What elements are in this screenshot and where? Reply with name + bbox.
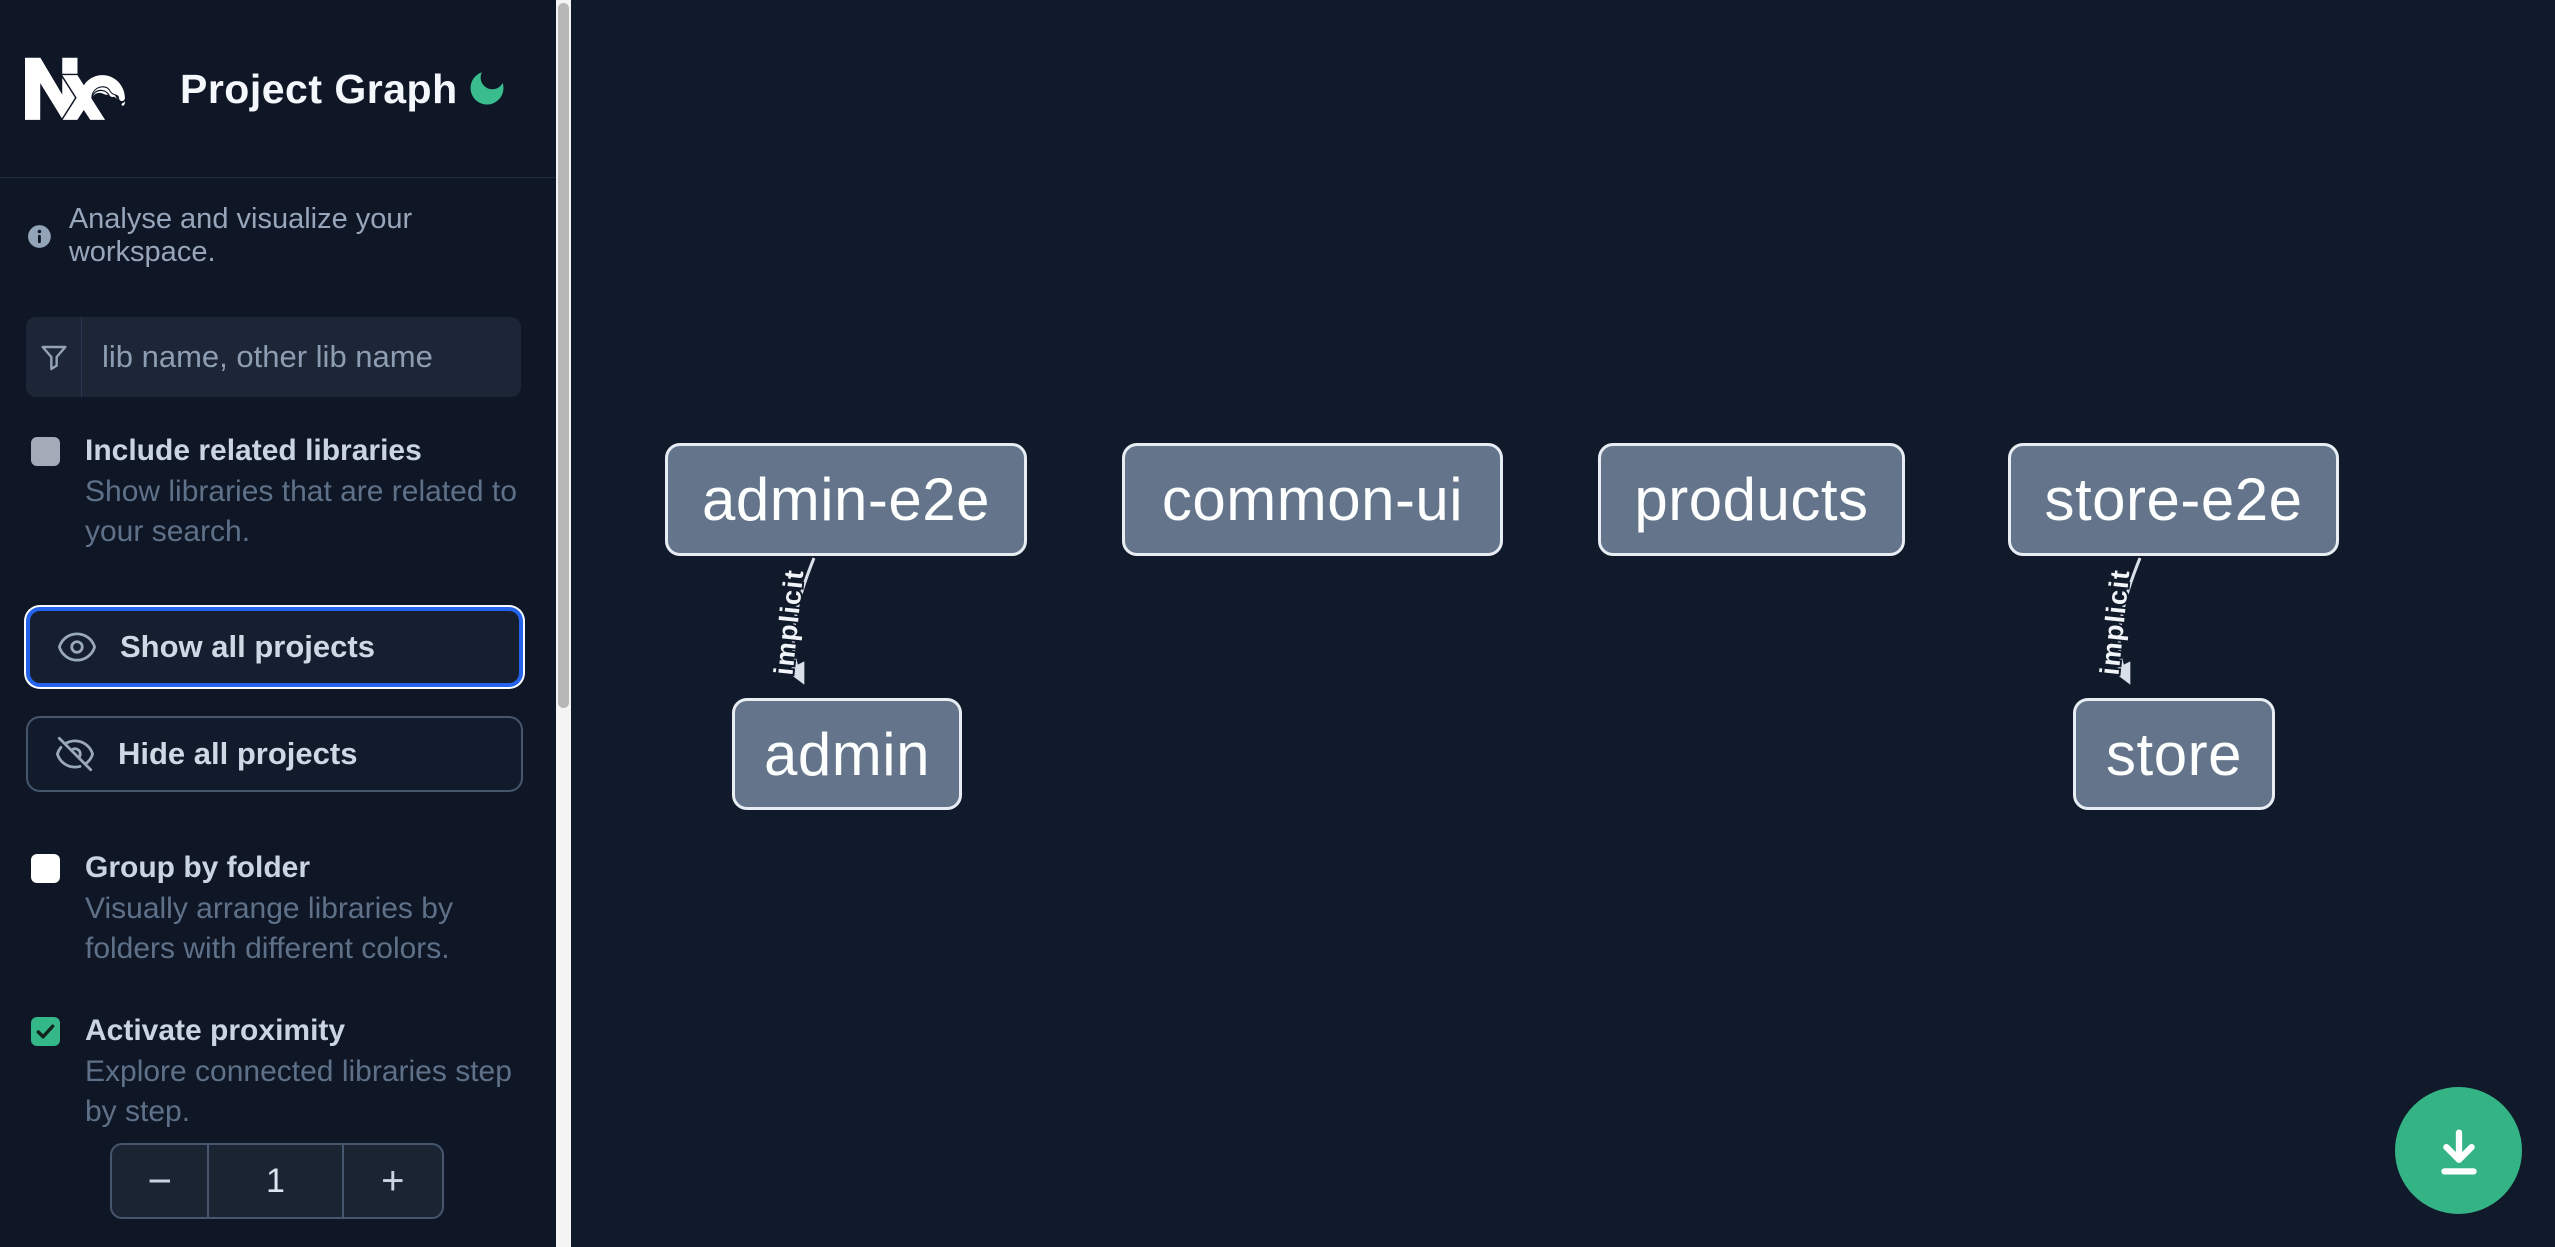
workspace-info: Analyse and visualize your workspace. [27,203,527,269]
activate-proximity-checkbox[interactable] [31,1017,60,1046]
search-box [26,317,521,397]
node-admin-e2e[interactable]: admin-e2e [665,443,1027,556]
node-common-ui[interactable]: common-ui [1122,443,1503,556]
theme-toggle-button[interactable] [462,64,512,114]
eye-off-icon [54,733,96,775]
show-all-projects-button[interactable]: Show all projects [26,607,523,687]
sidebar-scrollbar-track[interactable] [556,0,571,1247]
group-by-folder-description: Visually arrange libraries by folders wi… [85,892,453,965]
header-divider [0,177,556,178]
project-graph-canvas[interactable]: implicit implicit admin-e2e common-ui pr… [571,0,2555,1247]
proximity-depth-value: 1 [207,1145,344,1217]
edge-admin-e2e-admin[interactable] [785,557,816,685]
sidebar-scrollbar-thumb[interactable] [558,3,569,708]
show-all-projects-label: Show all projects [120,629,375,664]
node-store-e2e[interactable]: store-e2e [2008,443,2339,556]
moon-icon [470,71,504,104]
hide-all-projects-button[interactable]: Hide all projects [26,716,523,792]
workspace-info-text: Analyse and visualize your workspace. [68,203,413,268]
group-by-folder-label: Group by folder [85,851,310,884]
proximity-increment-button[interactable]: + [344,1145,442,1217]
edge-label[interactable]: implicit [2093,565,2138,678]
group-by-folder-checkbox[interactable] [31,854,60,883]
node-products[interactable]: products [1598,443,1905,556]
info-icon [28,224,51,248]
proximity-decrement-button[interactable]: − [112,1145,207,1217]
download-icon [2440,1128,2477,1174]
search-input[interactable] [82,317,521,397]
nx-logo [25,57,125,120]
page-title: Project Graph [180,66,458,112]
edge-label[interactable]: implicit [767,565,812,678]
activate-proximity-description: Explore connected libraries step by step… [85,1055,512,1128]
download-graph-button[interactable] [2395,1087,2522,1214]
activate-proximity-label: Activate proximity [85,1014,346,1047]
sidebar: Project Graph Analyse and visualize your… [0,0,556,1247]
checkmark-icon [36,1024,55,1039]
graph-edges-layer: implicit implicit [767,557,2142,685]
filter-funnel-icon [26,317,82,397]
include-related-libraries-description: Show libraries that are related to your … [85,475,517,548]
hide-all-projects-label: Hide all projects [118,736,358,771]
include-related-libraries-checkbox[interactable] [31,437,60,466]
proximity-depth-stepper: − 1 + [110,1143,444,1219]
node-admin[interactable]: admin [732,698,962,810]
eye-icon [56,626,98,668]
node-store[interactable]: store [2073,698,2275,810]
edge-store-e2e-store[interactable] [2111,557,2142,685]
include-related-libraries-label: Include related libraries [85,434,422,467]
